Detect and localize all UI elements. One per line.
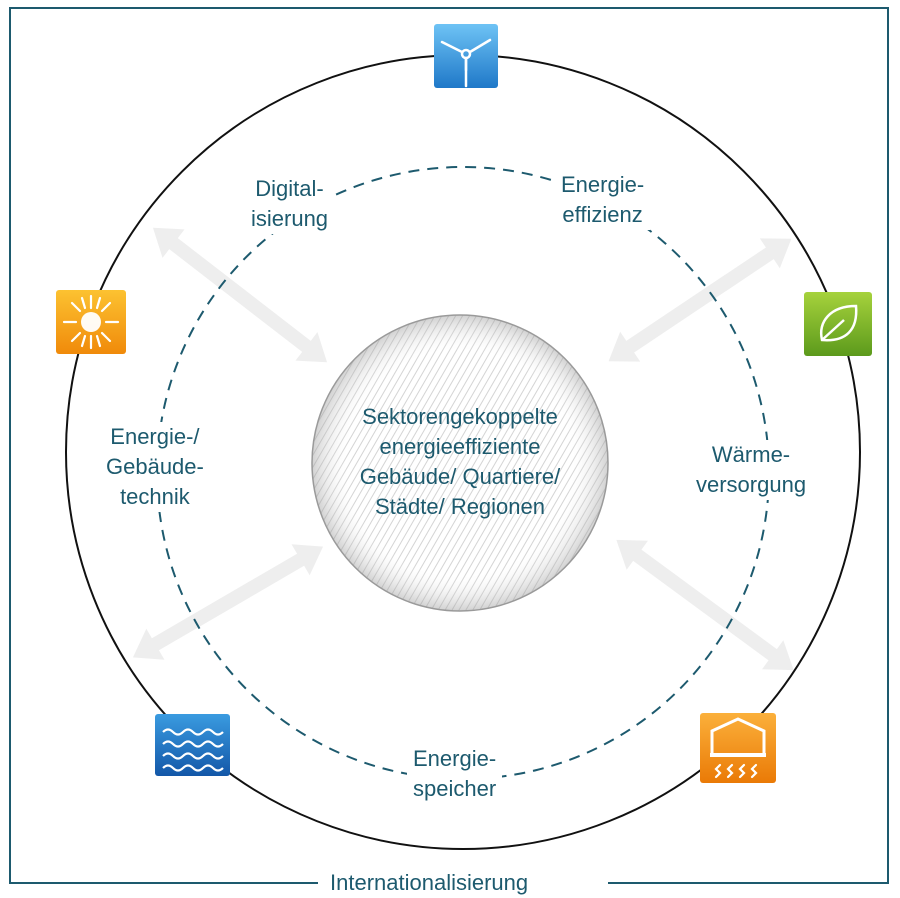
center-label: Sektorengekoppelte energieeffiziente Geb… <box>310 402 610 522</box>
center-label-line2: energieeffiziente <box>379 434 541 459</box>
arrow-top-left <box>152 227 328 363</box>
sun-icon <box>56 290 126 354</box>
topic-gebaeudetechnik-line3: technik <box>120 484 190 509</box>
topic-energiespeicher-line1: Energie- <box>413 746 497 771</box>
arrow-top-right <box>608 238 792 362</box>
wind-turbine-icon <box>434 24 498 88</box>
center-label-line3: Gebäude/ Quartiere/ <box>359 464 561 489</box>
topic-energieeffizienz-line2: effizienz <box>562 202 643 227</box>
leaf-icon <box>804 292 872 356</box>
water-waves-icon <box>155 714 230 776</box>
arrow-bottom-right <box>616 539 794 671</box>
topic-energieeffizienz-line1: Energie- <box>561 172 645 197</box>
center-label-line4: Städte/ Regionen <box>374 494 546 519</box>
internationalisierung-label: Internationalisierung <box>318 868 541 898</box>
topic-digitalisierung-line1: Digital- <box>255 176 324 201</box>
center-circle-rim <box>311 314 609 612</box>
arrow-bottom-left <box>132 544 324 660</box>
center-label-line1: Sektorengekoppelte <box>362 404 558 429</box>
topic-energiespeicher-line2: speicher <box>413 776 497 801</box>
heating-house-icon <box>700 713 776 783</box>
topic-waermeversorgung-line2: versorgung <box>696 472 807 497</box>
topic-energiespeicher: Energie- speicher <box>407 744 503 804</box>
topic-gebaeudetechnik-line1: Energie-/ <box>110 424 200 449</box>
topic-gebaeudetechnik: Energie-/ Gebäude- technik <box>100 422 210 512</box>
topic-waermeversorgung-line1: Wärme- <box>711 442 791 467</box>
outer-frame <box>9 7 889 884</box>
topic-digitalisierung: Digital- isierung <box>245 174 335 234</box>
topic-gebaeudetechnik-line2: Gebäude- <box>106 454 204 479</box>
connection-arrows <box>132 227 794 671</box>
topic-energieeffizienz: Energie- effizienz <box>555 170 651 230</box>
topic-waermeversorgung: Wärme- versorgung <box>690 440 813 500</box>
topic-digitalisierung-line2: isierung <box>251 206 329 231</box>
